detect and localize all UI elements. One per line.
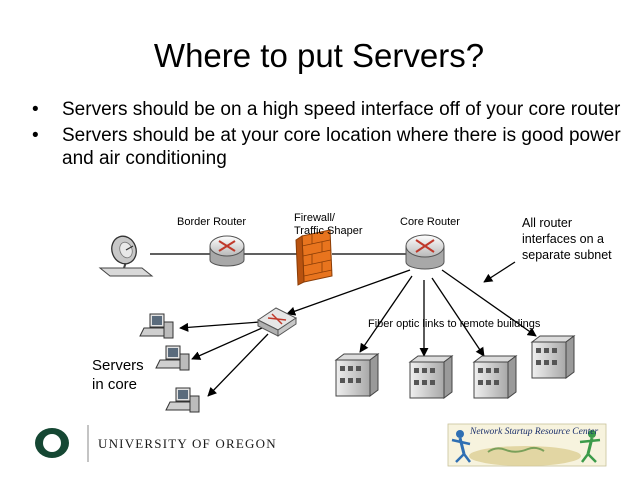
fiber-links-label: Fiber optic links to remote buildings — [368, 318, 541, 330]
firewall-label: Firewall/ Traffic Shaper — [294, 212, 362, 238]
university-of-oregon-logo — [35, 428, 69, 458]
subnet-note-line: All router — [522, 216, 573, 230]
server-workstation-icon — [165, 387, 200, 413]
firewall-label-line: Firewall/ — [294, 212, 335, 224]
remote-building-icon — [530, 335, 576, 379]
bullet-dot-icon: • — [32, 125, 39, 146]
server-workstation-icon — [155, 345, 190, 371]
border-router-icon — [209, 235, 245, 267]
firewall-label-line: Traffic Shaper — [294, 225, 363, 237]
bullet-text: Servers should be on a high speed interf… — [62, 99, 621, 120]
core-router-label: Core Router — [400, 216, 460, 228]
nsrc-logo — [447, 423, 607, 467]
server-workstation-icon — [139, 313, 174, 339]
border-router-label: Border Router — [177, 216, 247, 228]
bullet-list: • Servers should be on a high speed inter… — [32, 98, 622, 173]
satellite-dish-icon — [98, 235, 154, 277]
remote-building-icon — [334, 353, 380, 397]
figure-icon — [451, 430, 471, 463]
switch-icon — [257, 307, 297, 337]
bullet-item: • Servers should be at your core location… — [32, 124, 622, 170]
subnet-note-line: interfaces on a — [522, 232, 604, 246]
subnet-note-line: separate subnet — [522, 248, 612, 262]
firewall-icon — [295, 229, 333, 286]
core-router-icon — [405, 234, 445, 270]
subnet-note: All router interfaces on a separate subn… — [522, 215, 612, 263]
slide-title: Where to put Servers? — [153, 37, 485, 74]
servers-label-line: Servers — [92, 357, 144, 374]
servers-label-line: in core — [92, 376, 138, 393]
nsrc-wordmark: Network Startup Resource Center — [470, 427, 599, 437]
servers-in-core-label: Servers in core — [92, 356, 144, 394]
remote-building-icon — [408, 355, 454, 399]
bullet-text: Servers should be at your core location … — [62, 125, 621, 169]
arrow-lines — [179, 261, 537, 397]
remote-building-icon — [472, 355, 518, 399]
bullet-dot-icon: • — [32, 99, 39, 120]
university-of-oregon-wordmark: UNIVERSITY OF OREGON — [98, 436, 277, 451]
figure-icon — [579, 430, 601, 463]
bullet-item: • Servers should be on a high speed inter… — [32, 98, 622, 121]
